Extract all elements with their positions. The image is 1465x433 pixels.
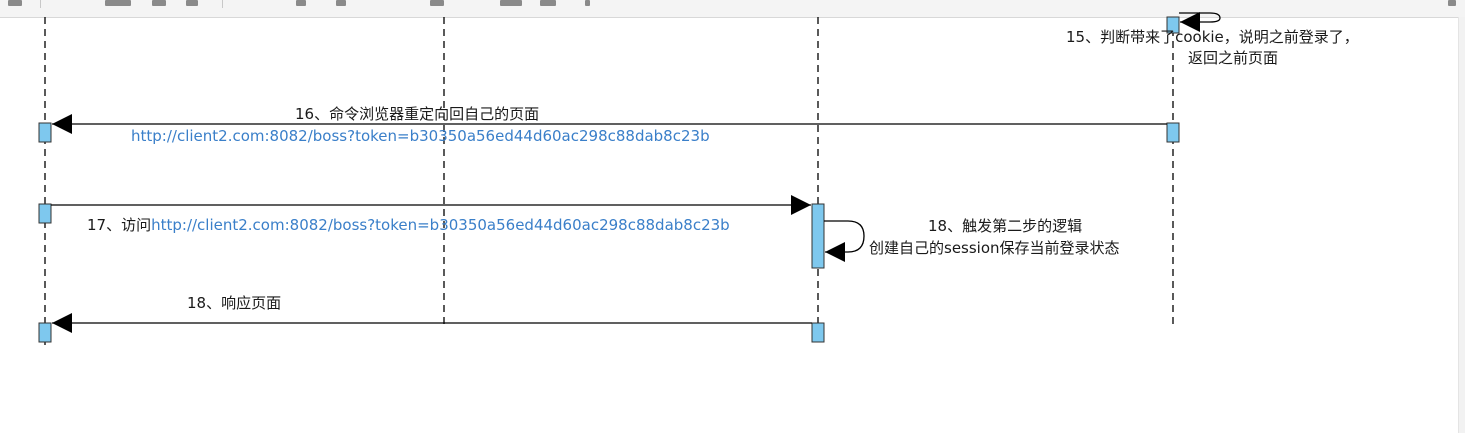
format-icon[interactable] — [152, 0, 166, 6]
activation-box[interactable] — [38, 203, 52, 224]
activation-box[interactable] — [38, 322, 52, 343]
message-18-response-label: 18、响应页面 — [187, 294, 282, 312]
table-icon[interactable] — [500, 0, 522, 6]
scrollbar[interactable] — [1458, 17, 1465, 433]
activation-box[interactable] — [38, 122, 52, 143]
message-16-label: 16、命令浏览器重定向回自己的页面 — [295, 105, 540, 123]
insert-icon[interactable] — [336, 0, 346, 6]
more-icon[interactable] — [540, 0, 556, 6]
toolbar-separator — [222, 0, 223, 8]
more-icon[interactable] — [1448, 0, 1456, 6]
message-17-url[interactable]: http://client2.com:8082/boss?token=b3035… — [151, 216, 730, 234]
activation-box[interactable] — [1166, 122, 1180, 143]
self-message-18[interactable] — [824, 220, 865, 262]
message-17-prefix: 17、访问 — [87, 216, 152, 234]
message-18-self-label-line2: 创建自己的session保存当前登录状态 — [869, 239, 1120, 257]
message-15-label-line2: 返回之前页面 — [1188, 49, 1279, 67]
message-18-self-label-line1: 18、触发第二步的逻辑 — [928, 217, 1083, 235]
activation-box[interactable] — [811, 203, 825, 269]
more-icon[interactable] — [585, 0, 590, 6]
activation-box[interactable] — [811, 322, 825, 343]
message-17-label: 17、访问http://client2.com:8082/boss?token=… — [87, 216, 730, 234]
toolbar — [0, 0, 1465, 18]
activation-box[interactable] — [1166, 16, 1180, 34]
insert-icon[interactable] — [296, 0, 306, 6]
undo-icon[interactable] — [8, 0, 22, 6]
toolbar-separator — [40, 0, 41, 8]
table-icon[interactable] — [430, 0, 444, 6]
message-16-url[interactable]: http://client2.com:8082/boss?token=b3035… — [131, 127, 710, 145]
dropdown-icon[interactable] — [186, 0, 198, 6]
message-15-label-line1: 15、判断带来了cookie，说明之前登录了， — [1066, 28, 1359, 46]
self-message-15[interactable] — [1179, 12, 1221, 32]
redo-icon[interactable] — [105, 0, 131, 6]
